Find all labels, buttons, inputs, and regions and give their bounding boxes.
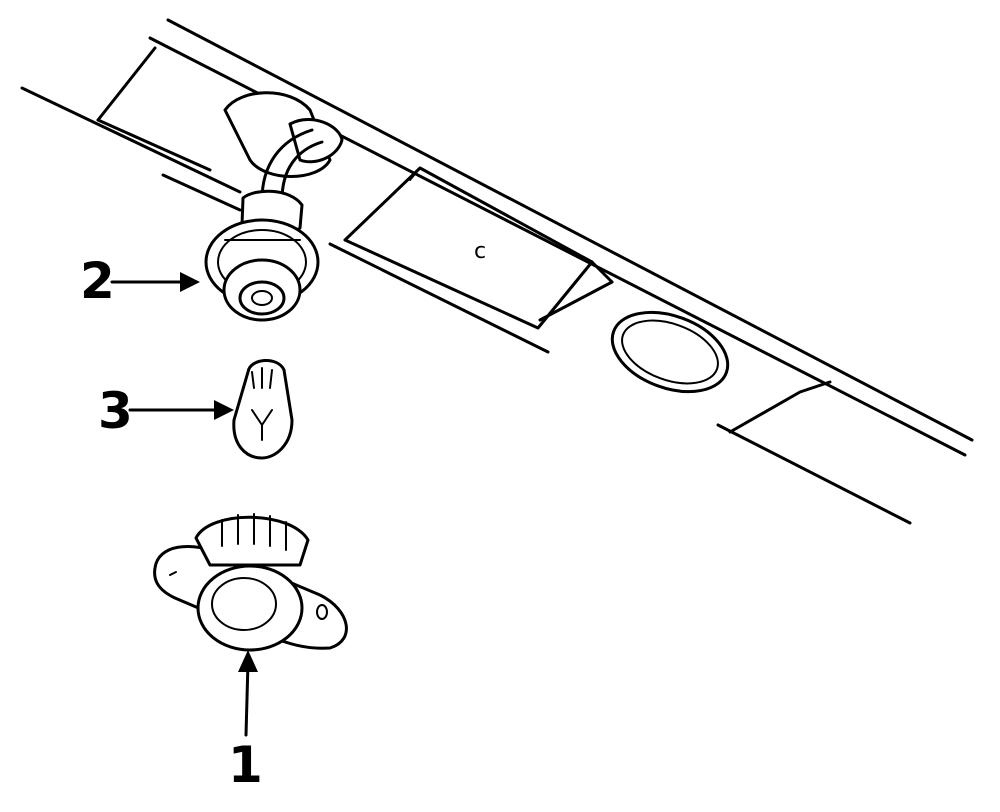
callout-2-label: 2	[80, 252, 115, 310]
callout-3-label: 3	[98, 382, 133, 440]
panel-mark: c	[474, 239, 486, 264]
callout-arrow-1	[238, 650, 258, 737]
wedge-bulb	[232, 359, 294, 460]
socket-assembly	[204, 91, 344, 322]
lamp-housing	[153, 513, 348, 652]
callout-1-label: 1	[228, 736, 263, 794]
bumper-panel: c	[20, 18, 974, 525]
callout-arrow-2	[110, 272, 200, 292]
callout-arrow-3	[128, 400, 234, 420]
